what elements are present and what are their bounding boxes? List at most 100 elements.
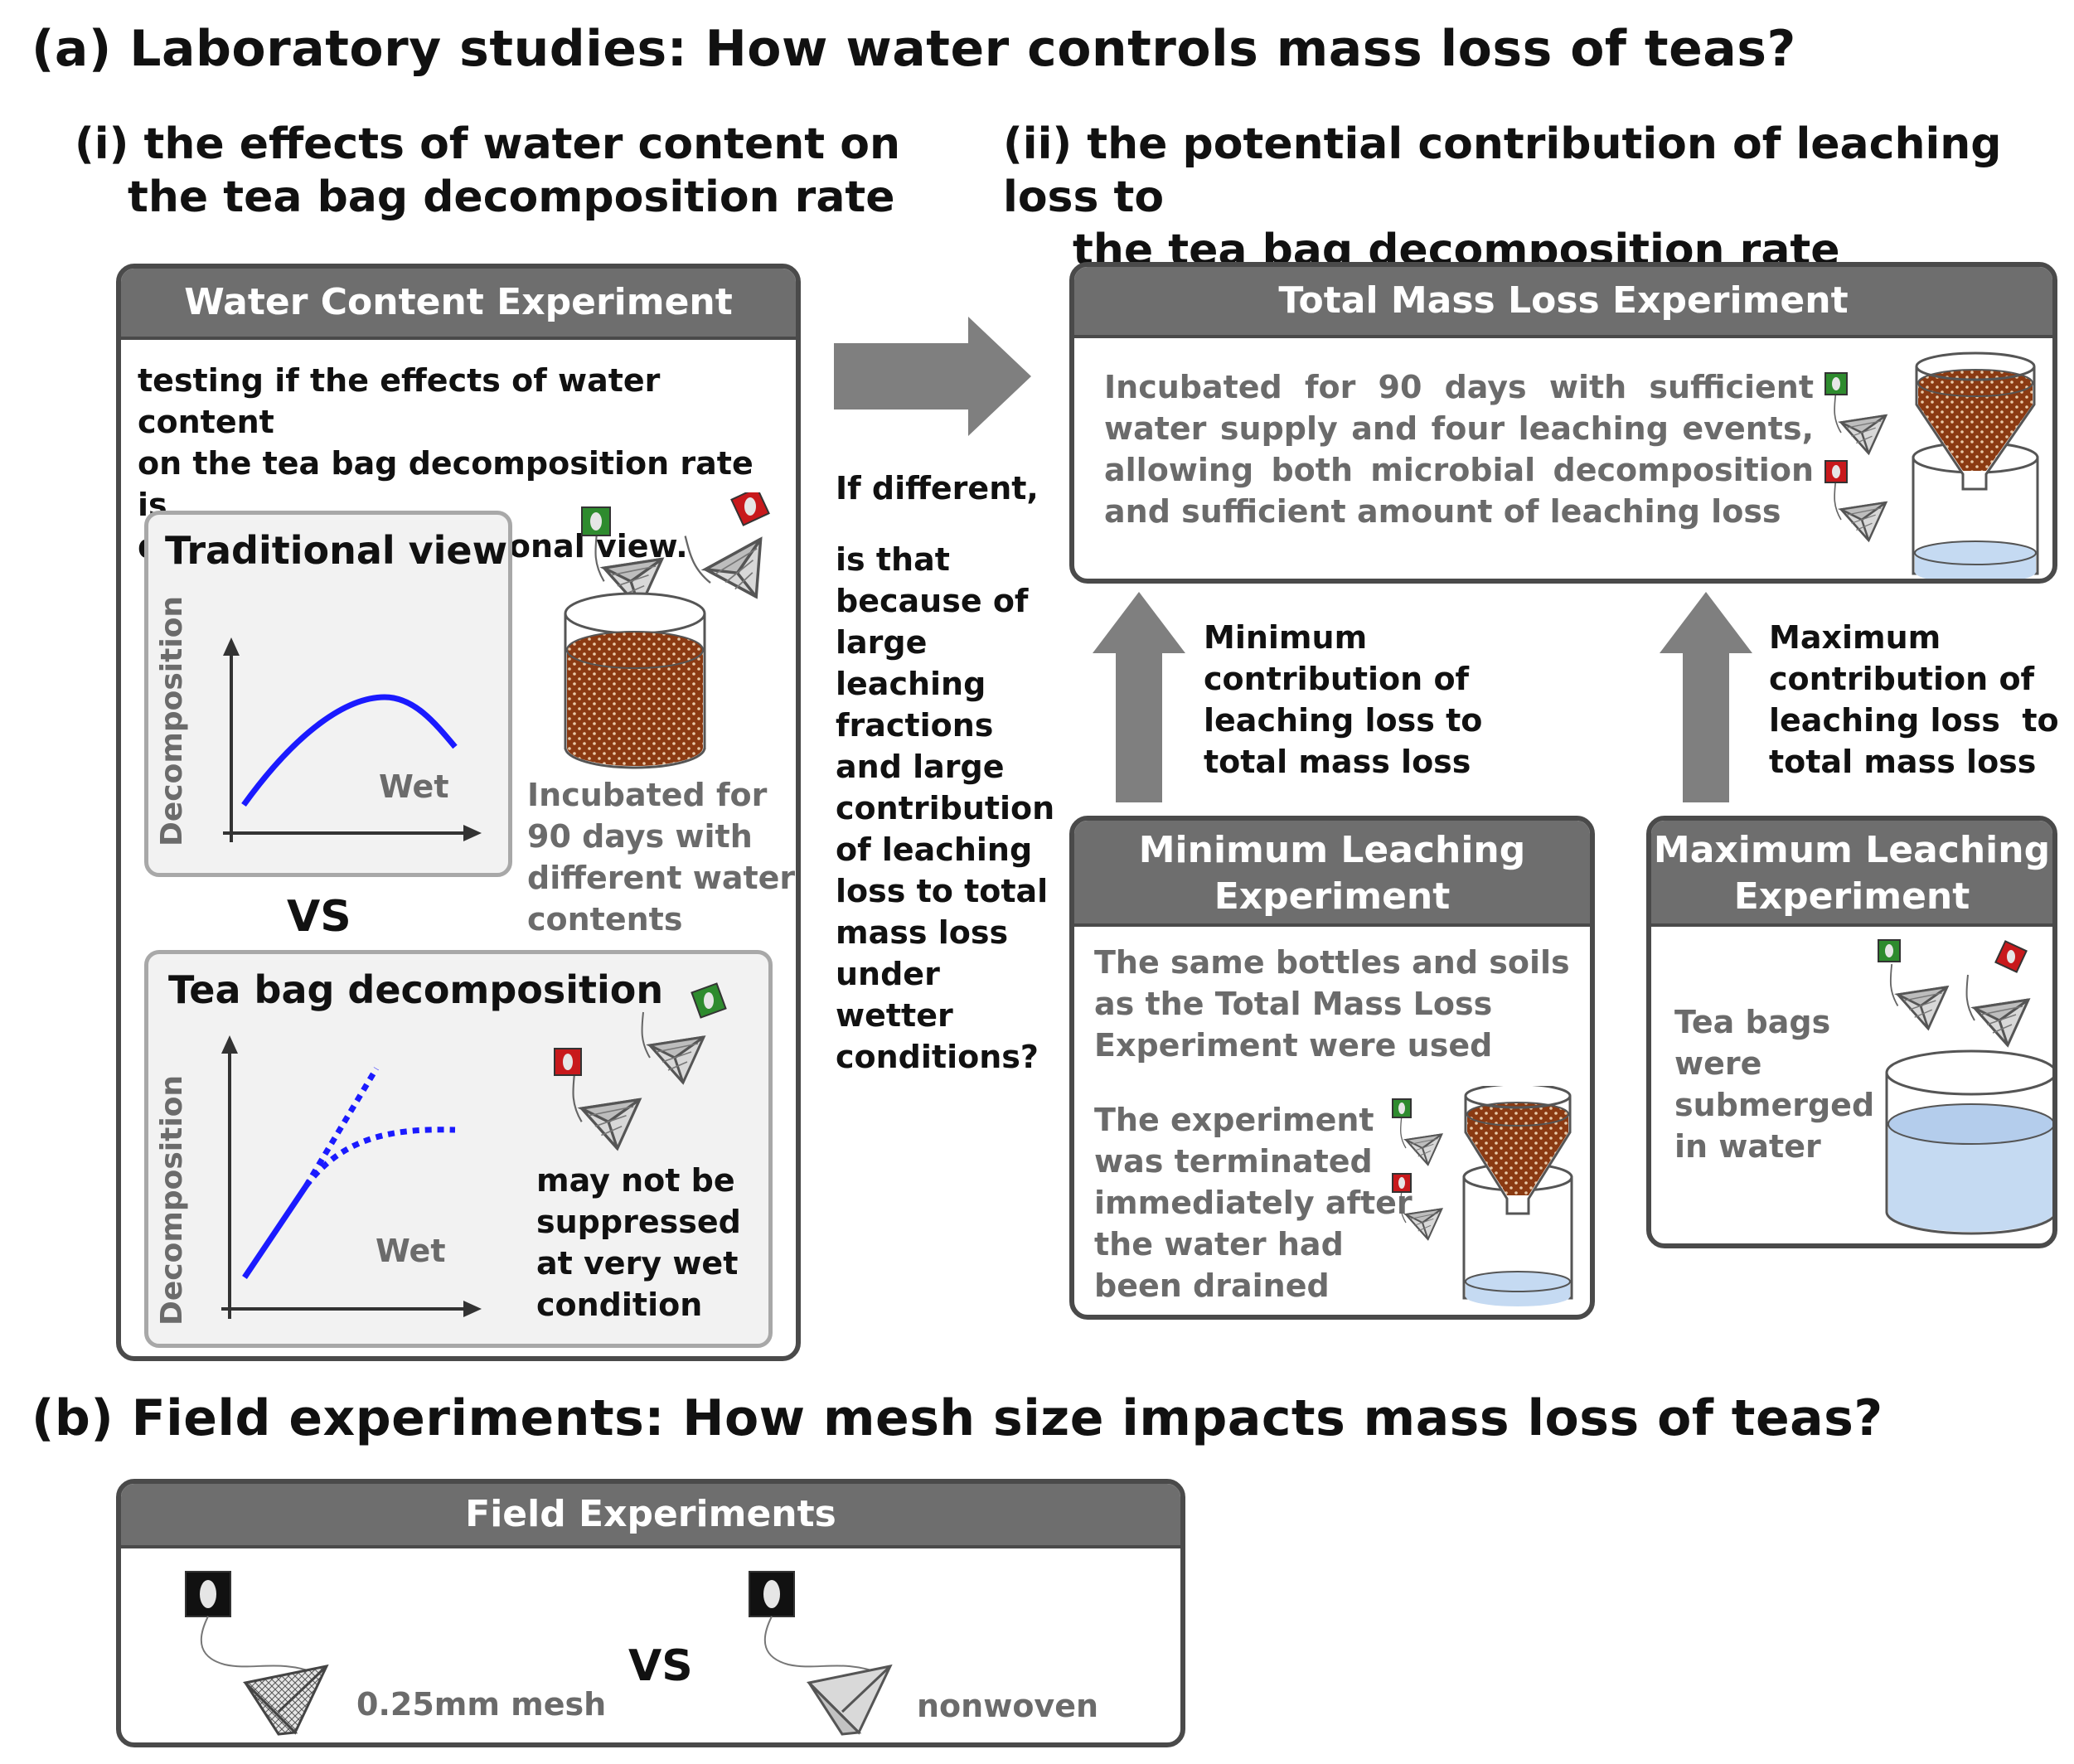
min-text2-line: was terminated [1094, 1143, 1373, 1180]
description-line: testing if the effects of water content [138, 362, 661, 440]
question-line: leaching [836, 666, 986, 702]
traditional-curve [241, 694, 458, 807]
minimum-leaching-experiment-box: Minimum Leaching Experiment The same bot… [1069, 816, 1595, 1320]
min-text1-line: as the Total Mass Loss [1094, 986, 1493, 1022]
question-line: because of [836, 583, 1029, 619]
question-line: wetter [836, 997, 953, 1034]
note-line: suppressed [536, 1204, 741, 1240]
min-text1-line: The same bottles and soils [1094, 944, 1570, 981]
tea-bag-red-icon [1392, 1173, 1443, 1241]
tea-bag-green-icon [1824, 372, 1887, 455]
incubated-line: contents [527, 901, 683, 938]
traditional-view-ylabel: Decomposition [155, 595, 189, 846]
subtitle-i-line1: (i) the effects of water content on [75, 119, 900, 169]
min-text1-line: Experiment were used [1094, 1027, 1493, 1064]
tea-bag-red-icon [682, 492, 781, 615]
question-line: large [836, 624, 928, 661]
section-a-title: (a) Laboratory studies: How water contro… [31, 20, 1796, 78]
min-contribution-label: Minimum contribution of leaching loss to… [1204, 617, 1482, 783]
max-text-line: in water [1674, 1128, 1821, 1165]
max-line: contribution of [1769, 661, 2035, 697]
max-text-line: Tea bags [1674, 1004, 1831, 1040]
water-jar-icon [1878, 939, 2052, 1235]
tml-line: and sufficient amount of leaching loss [1104, 493, 1781, 530]
subtitle-ii: (ii) the potential contribution of leach… [1003, 118, 2074, 277]
total-mass-loss-description: Incubated for 90 days with sufficient wa… [1104, 366, 1814, 532]
min-title-line2: Experiment [1214, 875, 1451, 918]
tea-bag-decomposition-xlabel: Wet [376, 1233, 446, 1269]
incubated-text: Incubated for 90 days with different wat… [527, 774, 795, 940]
max-line: total mass loss [1769, 744, 2037, 780]
tea-bags-pair-icon [554, 982, 727, 1151]
question-line: fractions [836, 707, 994, 744]
question-line: contribution [836, 790, 1055, 826]
nonwoven-label: nonwoven [917, 1688, 1099, 1724]
incubated-line: Incubated for [527, 777, 768, 813]
question-line: and large [836, 749, 1005, 785]
max-text-line: were [1674, 1045, 1762, 1082]
soil-jar-icon [564, 492, 781, 769]
min-text2-line: immediately after [1094, 1185, 1413, 1221]
question-line: of leaching [836, 831, 1033, 868]
min-line: contribution of [1204, 661, 1470, 697]
traditional-view-panel: Traditional view Decomposition Wet [144, 511, 512, 877]
min-text2-line: been drained [1094, 1267, 1330, 1304]
maximum-leaching-experiment-box: Maximum Leaching Experiment Tea bags wer… [1646, 816, 2057, 1248]
water-content-experiment-box: Water Content Experiment testing if the … [116, 264, 801, 1361]
tea-bag-red-icon [1965, 940, 2030, 1047]
max-text-line: submerged [1674, 1087, 1875, 1123]
max-title-line1: Maximum Leaching [1653, 829, 2051, 871]
min-title-line1: Minimum Leaching [1138, 829, 1526, 871]
traditional-view-graph [223, 637, 482, 842]
tea-bag-red-icon [1824, 460, 1887, 542]
min-line: Minimum [1204, 619, 1368, 656]
field-experiments-box: Field Experiments 0.25mm mesh VS nonwove… [116, 1479, 1185, 1747]
maximum-leaching-text: Tea bags were submerged in water [1674, 1001, 1874, 1167]
tea-bag-decomposition-title: Tea bag decomposition [168, 967, 664, 1012]
min-line: total mass loss [1204, 744, 1471, 780]
tea-bag-green-icon [1392, 1098, 1443, 1166]
total-mass-loss-title: Total Mass Loss Experiment [1074, 267, 2052, 338]
traditional-view-title: Traditional view [165, 528, 508, 573]
incubated-line: 90 days with [527, 818, 753, 855]
tea-bag-green-icon [1878, 939, 1949, 1030]
min-text2-line: the water had [1094, 1226, 1344, 1262]
tea-bag-decomposition-panel: Tea bag decomposition Decomposition Wet [144, 950, 773, 1348]
tml-line: water supply and four leaching events, [1104, 410, 1814, 447]
tea-bag-green-icon [640, 982, 727, 1084]
section-b-title: (b) Field experiments: How mesh size imp… [31, 1389, 1883, 1447]
minimum-leaching-title: Minimum Leaching Experiment [1074, 821, 1590, 927]
question-line: under [836, 956, 940, 992]
right-arrow-icon [834, 317, 1031, 436]
tea-bag-decomposition-graph [221, 1035, 482, 1319]
question-line: mass loss [836, 914, 1009, 951]
subtitle-i: (i) the effects of water content on the … [75, 118, 900, 224]
funnel-bottle-icon [1824, 351, 2039, 579]
incubated-line: different water [527, 860, 796, 896]
max-line: Maximum [1769, 619, 1941, 656]
tea-bag-nonwoven-icon [749, 1571, 893, 1736]
minimum-leaching-text1: The same bottles and soils as the Total … [1094, 942, 1570, 1066]
tea-bag-dotted-up [303, 1067, 380, 1188]
max-line: leaching loss to [1769, 702, 2059, 739]
tea-bag-mesh-icon [185, 1571, 329, 1736]
min-line: leaching loss to [1204, 702, 1483, 739]
question-line: If different, [836, 470, 1039, 506]
vs-label: VS [287, 892, 351, 942]
subtitle-ii-line1: (ii) the potential contribution of leach… [1003, 119, 2002, 222]
note-line: at very wet [536, 1245, 739, 1282]
tml-line: Incubated for 90 days with sufficient [1104, 369, 1814, 405]
water-content-experiment-title: Water Content Experiment [121, 269, 796, 340]
note-line: condition [536, 1287, 703, 1323]
note-line: may not be [536, 1162, 735, 1199]
field-vs-label: VS [628, 1641, 693, 1691]
tea-bag-note: may not be suppressed at very wet condit… [536, 1160, 741, 1325]
middle-question: If different, is that because of large l… [836, 468, 1054, 1078]
total-mass-loss-experiment-box: Total Mass Loss Experiment Incubated for… [1069, 262, 2057, 584]
minimum-leaching-text2: The experiment was terminated immediatel… [1094, 1099, 1413, 1306]
max-contribution-label: Maximum contribution of leaching loss to… [1769, 617, 2059, 783]
traditional-view-xlabel: Wet [379, 768, 449, 805]
up-arrow-icon [1660, 592, 1752, 802]
question-line: is that [836, 541, 950, 578]
funnel-bottle-icon [1392, 1086, 1573, 1306]
